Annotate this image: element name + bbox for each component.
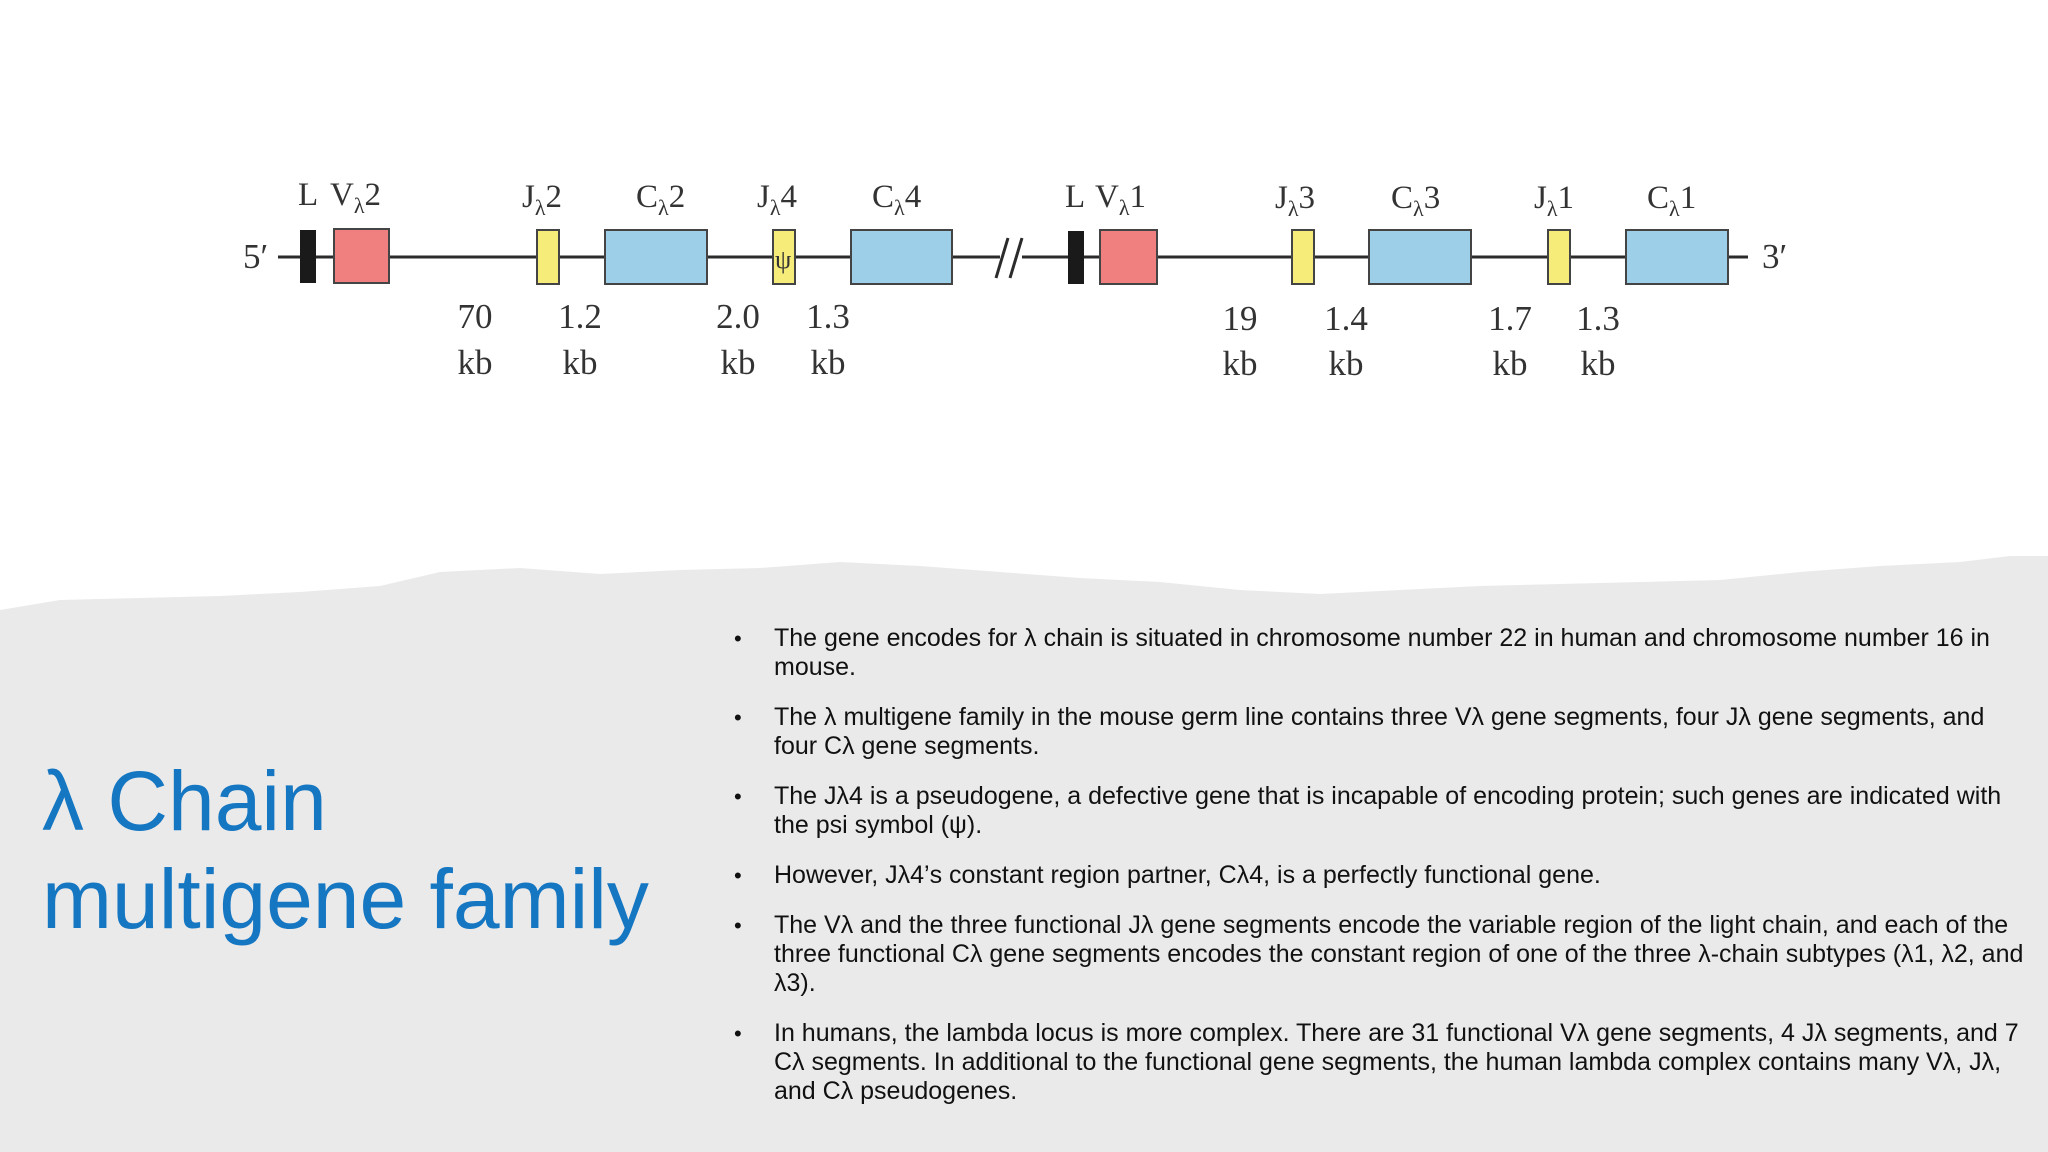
label-j-lambda-3: Jλ3: [1275, 180, 1315, 221]
j-lambda-3-segment: [1291, 229, 1315, 285]
distance-value: 19: [1223, 299, 1258, 338]
bullet-marker: •: [734, 1021, 742, 1046]
distance-value: 70: [458, 297, 493, 336]
bullet-marker: •: [734, 626, 742, 651]
v-lambda-2-segment: [333, 228, 390, 284]
leader-segment-1: [300, 230, 316, 283]
break-mark-2: [1008, 237, 1024, 279]
bullet-text: The λ multigene family in the mouse germ…: [774, 703, 1985, 760]
label-c-lambda-4: Cλ4: [872, 179, 921, 220]
distance-value: 1.3: [1576, 299, 1620, 338]
label-l-1: L: [298, 177, 318, 213]
leader-segment-2: [1068, 231, 1084, 284]
bullet-marker: •: [734, 705, 742, 730]
label-c-lambda-1: Cλ1: [1647, 180, 1696, 221]
c-lambda-4-segment: [850, 229, 953, 285]
distance-value: 1.3: [806, 297, 850, 336]
distance-unit: kb: [563, 343, 598, 382]
distance-unit: kb: [811, 343, 846, 382]
label-j-lambda-2: Jλ2: [522, 179, 562, 220]
j-lambda-2-segment: [536, 229, 560, 285]
v-lambda-1-segment: [1099, 229, 1158, 285]
label-v-lambda-2: Vλ2: [330, 177, 381, 218]
bullet-item: • The Vλ and the three functional Jλ gene…: [728, 911, 2028, 998]
label-j-lambda-4: Jλ4: [757, 179, 797, 220]
distance-unit: kb: [1581, 344, 1616, 383]
bullet-item: • In humans, the lambda locus is more com…: [728, 1019, 2028, 1106]
c-lambda-1-segment: [1625, 229, 1729, 285]
distance-unit: kb: [1223, 344, 1258, 383]
bullet-item: • However, Jλ4’s constant region partner,…: [728, 861, 2028, 890]
distance-value: 2.0: [716, 297, 760, 336]
break-mark-1: [994, 237, 1010, 279]
bullet-marker: •: [734, 913, 742, 938]
distance-unit: kb: [1329, 344, 1364, 383]
bullet-text: However, Jλ4’s constant region partner, …: [774, 861, 1601, 889]
psi-symbol: ψ: [775, 245, 791, 274]
distance-unit: kb: [721, 343, 756, 382]
j-lambda-1-segment: [1547, 229, 1571, 285]
j-lambda-4-segment: [772, 229, 796, 285]
distance-value: 1.4: [1324, 299, 1368, 338]
bullet-text: The Jλ4 is a pseudogene, a defective gen…: [774, 782, 2002, 839]
distance-unit: kb: [458, 343, 493, 382]
slide-title: λ Chain multigene family: [42, 754, 649, 946]
distance-value: 1.2: [558, 297, 602, 336]
distance-value: 1.7: [1488, 299, 1532, 338]
c-lambda-3-segment: [1368, 229, 1472, 285]
distance-unit: kb: [1493, 344, 1528, 383]
torn-paper-panel: [0, 556, 2048, 1152]
bullet-text: The Vλ and the three functional Jλ gene …: [774, 911, 2024, 997]
lambda-locus-diagram: 5′ 3′ ψ L Vλ2 Jλ2 Cλ2 Jλ4 Cλ4 L Vλ1 Jλ3 …: [243, 177, 1787, 383]
five-prime-label: 5′: [243, 237, 268, 276]
label-v-lambda-1: Vλ1: [1095, 179, 1146, 220]
c-lambda-2-segment: [604, 229, 708, 285]
three-prime-label: 3′: [1762, 237, 1787, 276]
segment-labels: L Vλ2 Jλ2 Cλ2 Jλ4 Cλ4 L Vλ1 Jλ3 Cλ3 Jλ1 …: [298, 177, 1696, 221]
label-j-lambda-1: Jλ1: [1534, 180, 1574, 221]
label-c-lambda-2: Cλ2: [636, 179, 685, 220]
bullet-item: • The gene encodes for λ chain is situate…: [728, 624, 2028, 682]
distance-labels: 70 kb 1.2 kb 2.0 kb 1.3 kb 19 kb 1.4 kb …: [458, 297, 1620, 383]
bullet-marker: •: [734, 863, 742, 888]
bullet-item: • The λ multigene family in the mouse ger…: [728, 703, 2028, 761]
bullet-text: The gene encodes for λ chain is situated…: [774, 624, 1990, 681]
bullet-item: • The Jλ4 is a pseudogene, a defective ge…: [728, 782, 2028, 840]
bullet-text: In humans, the lambda locus is more comp…: [774, 1019, 2019, 1105]
bullet-list: • The gene encodes for λ chain is situate…: [728, 624, 2028, 1127]
label-l-2: L: [1065, 179, 1085, 215]
bullet-marker: •: [734, 784, 742, 809]
label-c-lambda-3: Cλ3: [1391, 180, 1440, 221]
